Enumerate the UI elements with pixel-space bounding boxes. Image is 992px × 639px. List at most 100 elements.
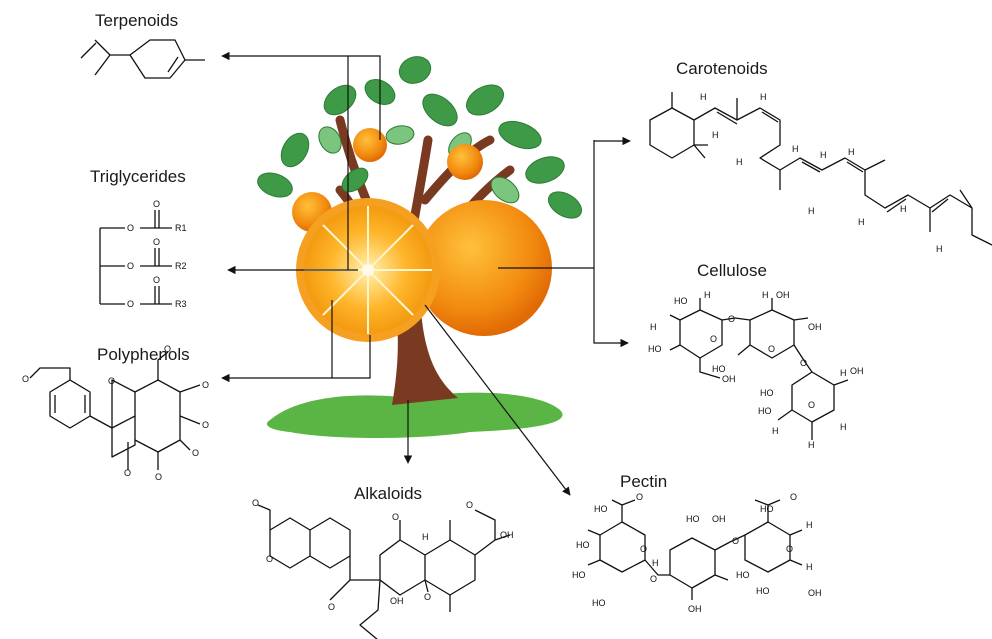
pectin-structure [587, 499, 803, 600]
atom-label: HO [760, 504, 774, 514]
label-triglycerides: Triglycerides [90, 167, 186, 186]
label-cellulose: Cellulose [697, 261, 767, 280]
atom-label: H [762, 290, 769, 300]
atom-label: HO [592, 598, 606, 608]
atom-label: H [652, 558, 659, 568]
atom-label: H [900, 204, 907, 214]
label-polyphenols: Polyphenols [97, 345, 190, 364]
atom-label: H [840, 368, 847, 378]
atom-label: OH [808, 588, 822, 598]
atom-label: O [466, 500, 473, 510]
atom-label: R1 [175, 223, 187, 233]
triglyceride-structure [99, 210, 172, 305]
atom-label: HO [712, 364, 726, 374]
atom-labels: O O O O O O R1 R2 R3 O O O O O O O O O O… [22, 92, 943, 614]
atom-label: O [164, 344, 171, 354]
atom-label: OH [808, 322, 822, 332]
atom-label: H [422, 532, 429, 542]
atom-label: H [848, 147, 855, 157]
atom-label: OH [390, 596, 404, 606]
label-carotenoids: Carotenoids [676, 59, 768, 78]
label-terpenoids: Terpenoids [95, 11, 179, 30]
atom-label: HO [576, 540, 590, 550]
atom-label: O [127, 223, 134, 233]
atom-label: O [192, 448, 199, 458]
atom-label: HO [756, 586, 770, 596]
orange-tree-illustration [257, 56, 583, 438]
atom-label: O [202, 380, 209, 390]
atom-label: O [127, 299, 134, 309]
atom-label: HO [758, 406, 772, 416]
atom-label: O [328, 602, 335, 612]
atom-label: OH [688, 604, 702, 614]
alkaloid-structure [257, 504, 511, 639]
label-alkaloids: Alkaloids [354, 484, 423, 503]
atom-label: HO [572, 570, 586, 580]
atom-label: O [392, 512, 399, 522]
small-orange [447, 144, 483, 180]
atom-label: O [153, 237, 160, 247]
atom-label: H [704, 290, 711, 300]
atom-label: H [808, 206, 815, 216]
atom-label: HO [594, 504, 608, 514]
atom-label: HO [674, 296, 688, 306]
atom-label: OH [776, 290, 790, 300]
atom-label: O [768, 344, 775, 354]
atom-label: O [127, 261, 134, 271]
atom-label: OH [712, 514, 726, 524]
atom-label: H [650, 322, 657, 332]
atom-label: O [22, 374, 29, 384]
cellulose-structure [669, 298, 849, 440]
atom-label: H [736, 157, 743, 167]
atom-label: H [700, 92, 707, 102]
atom-label: O [790, 492, 797, 502]
atom-label: O [728, 314, 735, 324]
atom-label: O [650, 574, 657, 584]
atom-label: R2 [175, 261, 187, 271]
atom-label: OH [500, 530, 514, 540]
atom-label: O [266, 554, 273, 564]
atom-label: HO [686, 514, 700, 524]
atom-label: H [820, 150, 827, 160]
atom-label: O [153, 275, 160, 285]
atom-label: O [640, 544, 647, 554]
atom-label: O [800, 358, 807, 368]
atom-label: HO [648, 344, 662, 354]
atom-label: R3 [175, 299, 187, 309]
arrow-cellulose [593, 268, 629, 348]
atom-label: OH [722, 374, 736, 384]
polyphenol-structure [29, 351, 201, 470]
carotenoid-structure [649, 92, 992, 246]
atom-label: O [155, 472, 162, 482]
atom-label: O [108, 376, 115, 386]
atom-label: O [732, 536, 739, 546]
whole-orange [416, 200, 552, 336]
small-orange [353, 128, 387, 162]
atom-label: O [808, 400, 815, 410]
atom-label: O [252, 498, 259, 508]
atom-label: HO [760, 388, 774, 398]
atom-label: O [636, 492, 643, 502]
atom-label: O [202, 420, 209, 430]
connector-lines [221, 51, 631, 496]
atom-label: OH [850, 366, 864, 376]
atom-label: H [840, 422, 847, 432]
atom-label: H [712, 130, 719, 140]
atom-label: HO [736, 570, 750, 580]
atom-label: H [760, 92, 767, 102]
atom-label: H [806, 562, 813, 572]
atom-label: H [806, 520, 813, 530]
ground [266, 392, 563, 438]
leaves [257, 56, 583, 219]
arrow-polyphenols [221, 335, 371, 383]
atom-label: O [786, 544, 793, 554]
atom-label: O [424, 592, 431, 602]
atom-label: H [808, 440, 815, 450]
atom-label: H [936, 244, 943, 254]
label-pectin: Pectin [620, 472, 668, 491]
atom-label: H [792, 144, 799, 154]
atom-label: H [772, 426, 779, 436]
terpenoid-structure [80, 39, 205, 79]
arrow-terpenoids [221, 51, 381, 140]
